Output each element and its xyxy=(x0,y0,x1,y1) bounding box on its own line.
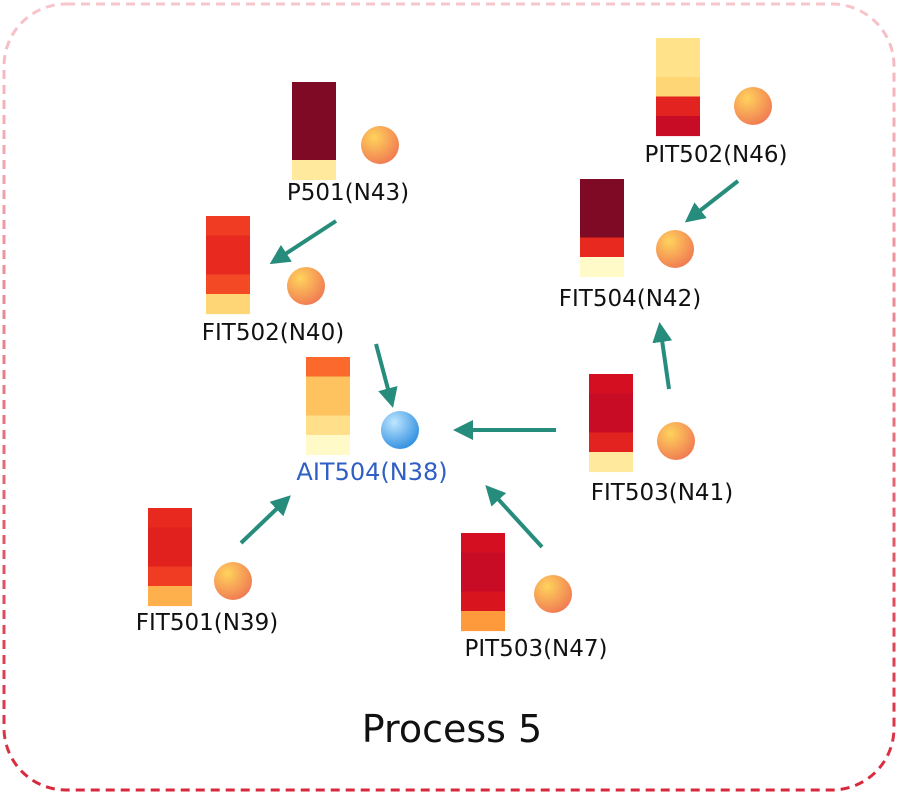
node-fit502[interactable]: FIT502(N40) xyxy=(202,216,344,346)
heat-cell-p501-1 xyxy=(292,101,336,122)
node-ball-fit504 xyxy=(656,230,694,268)
heat-cell-fit503-0 xyxy=(589,374,633,395)
heat-cell-pit503-2 xyxy=(461,572,505,593)
node-label-p501: P501(N43) xyxy=(287,180,409,206)
heat-cell-pit503-1 xyxy=(461,552,505,573)
node-ball-fit503 xyxy=(657,422,695,460)
edge-pit502-to-fit504 xyxy=(684,179,740,223)
heat-cell-ait504-0 xyxy=(306,357,350,378)
node-ball-fit502 xyxy=(287,267,325,305)
edges-layer xyxy=(239,179,740,549)
heat-cell-fit501-3 xyxy=(148,566,192,587)
node-label-ait504: AIT504(N38) xyxy=(296,458,447,486)
node-ball-p501 xyxy=(361,126,399,164)
edge-fit502-to-ait504 xyxy=(374,343,398,408)
node-fit501[interactable]: FIT501(N39) xyxy=(136,508,278,636)
node-fit503[interactable]: FIT503(N41) xyxy=(589,374,733,506)
heat-cell-pit503-0 xyxy=(461,533,505,554)
heat-cell-pit502-0 xyxy=(656,38,700,59)
target-node-ball-ait504 xyxy=(381,411,419,449)
node-ball-fit501 xyxy=(214,562,252,600)
node-p501[interactable]: P501(N43) xyxy=(287,82,409,206)
heat-cell-pit503-3 xyxy=(461,591,505,612)
heat-cell-pit502-2 xyxy=(656,77,700,98)
edge-fit501-to-ait504 xyxy=(239,495,291,545)
node-fit504[interactable]: FIT504(N42) xyxy=(559,179,701,312)
heat-cell-fit501-4 xyxy=(148,586,192,607)
edge-p501-to-fit502 xyxy=(269,219,338,265)
process-title: Process 5 xyxy=(362,707,542,751)
heat-cell-fit504-0 xyxy=(580,179,624,200)
heat-cell-ait504-1 xyxy=(306,376,350,397)
heat-cell-fit504-3 xyxy=(580,237,624,258)
heat-cell-fit502-0 xyxy=(206,216,250,237)
heat-cell-pit502-4 xyxy=(656,116,700,137)
heat-cell-fit502-3 xyxy=(206,274,250,295)
node-label-fit504: FIT504(N42) xyxy=(559,286,701,312)
node-pit503[interactable]: PIT503(N47) xyxy=(461,533,608,662)
heat-cell-ait504-3 xyxy=(306,415,350,436)
heat-cell-pit502-3 xyxy=(656,96,700,117)
edge-pit503-to-ait504 xyxy=(485,485,544,549)
heat-cell-fit503-2 xyxy=(589,413,633,434)
heat-cell-pit503-4 xyxy=(461,611,505,632)
nodes-layer: P501(N43) FIT502(N40) AIT504(N38) FIT501(N3… xyxy=(136,38,788,662)
heat-cell-fit501-2 xyxy=(148,547,192,568)
edge-fit503-to-fit504 xyxy=(652,322,673,390)
node-label-fit502: FIT502(N40) xyxy=(202,320,344,346)
heat-cell-p501-4 xyxy=(292,160,336,181)
heat-cell-fit503-3 xyxy=(589,432,633,453)
heat-cell-fit504-2 xyxy=(580,218,624,239)
heat-cell-fit502-1 xyxy=(206,235,250,256)
node-ball-pit502 xyxy=(734,87,772,125)
heat-cell-p501-0 xyxy=(292,82,336,103)
heat-cell-p501-2 xyxy=(292,121,336,142)
heat-cell-p501-3 xyxy=(292,140,336,161)
heat-cell-ait504-2 xyxy=(306,396,350,417)
heat-cell-fit501-1 xyxy=(148,527,192,548)
heat-cell-ait504-4 xyxy=(306,435,350,456)
heat-cell-fit504-4 xyxy=(580,257,624,278)
node-ait504[interactable]: AIT504(N38) xyxy=(296,357,448,486)
heat-cell-fit503-4 xyxy=(589,452,633,473)
heat-cell-fit504-1 xyxy=(580,198,624,219)
node-label-fit503: FIT503(N41) xyxy=(591,480,733,506)
node-label-pit503: PIT503(N47) xyxy=(464,636,607,662)
heat-cell-fit503-1 xyxy=(589,393,633,414)
node-label-pit502: PIT502(N46) xyxy=(644,142,787,168)
heat-cell-fit501-0 xyxy=(148,508,192,529)
node-ball-pit503 xyxy=(534,575,572,613)
heat-cell-pit502-1 xyxy=(656,57,700,78)
heat-cell-fit502-2 xyxy=(206,255,250,276)
heat-cell-fit502-4 xyxy=(206,294,250,315)
node-label-fit501: FIT501(N39) xyxy=(136,610,278,636)
node-pit502[interactable]: PIT502(N46) xyxy=(644,38,788,168)
